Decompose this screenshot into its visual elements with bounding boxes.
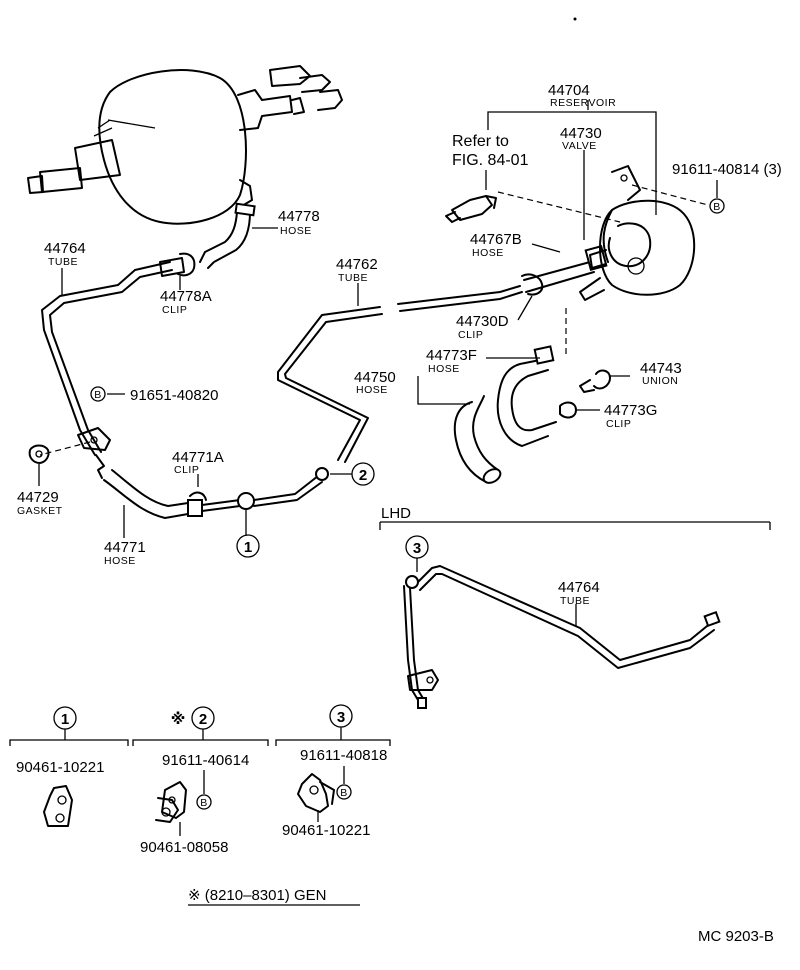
label-hose: HOSE — [472, 247, 504, 259]
brake-booster-drawing — [27, 65, 343, 225]
label-tube: TUBE — [338, 272, 368, 284]
detail-box-2: 2 ※ B — [132, 706, 269, 836]
label-d2-91611-40614: 91611-40614 — [162, 752, 249, 769]
label-lhd-44764: 44764 — [558, 579, 600, 596]
label-44764: 44764 — [44, 240, 86, 257]
svg-text:1: 1 — [244, 539, 252, 556]
bolt-marker-letter: B — [94, 389, 102, 401]
detail-box-3: 3 B — [275, 704, 391, 822]
callout-circle-2: 2 — [351, 462, 375, 486]
hose-44750-drawing — [417, 376, 502, 484]
label-44704: 44704 — [548, 82, 590, 99]
label-44771a: 44771A — [172, 449, 224, 466]
label-44730: 44730 — [560, 125, 602, 142]
svg-text:2: 2 — [359, 467, 367, 484]
label-44773f: 44773F — [426, 347, 477, 364]
lhd-section — [379, 521, 771, 709]
label-44729: 44729 — [17, 489, 59, 506]
label-91611-40814: 91611-40814 (3) — [672, 161, 782, 178]
label-reservoir: RESERVOIR — [550, 97, 616, 109]
label-d3-90461-10221: 90461-10221 — [282, 822, 370, 839]
label-44750: 44750 — [354, 369, 396, 386]
svg-text:B: B — [340, 787, 348, 799]
detail-box-1: 1 — [9, 706, 129, 827]
union-44743-drawing — [579, 369, 630, 393]
label-91651-40820: 91651-40820 — [130, 387, 218, 404]
label-valve: VALVE — [562, 140, 597, 152]
label-hose: HOSE — [428, 363, 460, 375]
hose-44778-drawing — [199, 202, 256, 269]
label-tube: TUBE — [48, 256, 78, 268]
label-44767b: 44767B — [470, 231, 522, 248]
svg-text:1: 1 — [61, 711, 69, 728]
bolt-marker-icon — [709, 198, 725, 214]
label-44743: 44743 — [640, 360, 682, 377]
label-gasket: GASKET — [17, 505, 63, 517]
label-refer-to: Refer to — [452, 133, 509, 150]
label-44778: 44778 — [278, 208, 320, 225]
svg-text:※: ※ — [171, 710, 186, 728]
svg-text:B: B — [713, 201, 721, 213]
label-d2-90461-08058: 90461-08058 — [140, 839, 228, 856]
label-clip: CLIP — [458, 329, 483, 341]
hose-44773f-drawing — [486, 345, 557, 447]
footnote-gen: ※ (8210–8301) GEN — [188, 887, 326, 904]
label-d1-90461-10221: 90461-10221 — [16, 759, 104, 776]
svg-text:3: 3 — [413, 540, 421, 557]
label-d3-91611-40818: 91611-40818 — [300, 747, 387, 764]
svg-text:B: B — [200, 797, 208, 809]
svg-text:3: 3 — [337, 709, 345, 726]
label-44778a: 44778A — [160, 288, 212, 305]
label-clip: CLIP — [162, 304, 187, 316]
label-44730d: 44730D — [456, 313, 509, 330]
gasket-44729-drawing — [28, 444, 50, 486]
callout-circle-3: 3 — [405, 535, 429, 559]
label-clip: CLIP — [606, 418, 631, 430]
label-44771: 44771 — [104, 539, 146, 556]
label-lhd: LHD — [381, 505, 411, 522]
svg-text:2: 2 — [199, 711, 207, 728]
label-hose: HOSE — [356, 384, 388, 396]
tube-44762-drawing — [277, 283, 523, 463]
clip-44773g-drawing — [559, 401, 600, 419]
label-tube: TUBE — [560, 595, 590, 607]
label-44773g: 44773G — [604, 402, 657, 419]
hose-44771-drawing — [95, 454, 352, 538]
valve-44730-drawing — [445, 170, 621, 223]
label-44762: 44762 — [336, 256, 378, 273]
label-hose: HOSE — [104, 555, 136, 567]
figure-code: MC 9203-B — [698, 928, 774, 945]
label-fig-ref: FIG. 84-01 — [452, 152, 529, 169]
label-union: UNION — [642, 375, 678, 387]
reservoir-44704-drawing — [487, 100, 709, 355]
tube-44764-drawing — [41, 252, 196, 456]
callout-circle-1: 1 — [236, 534, 260, 558]
label-hose: HOSE — [280, 225, 312, 237]
bolt-marker-icon — [90, 386, 106, 402]
label-clip: CLIP — [174, 464, 199, 476]
